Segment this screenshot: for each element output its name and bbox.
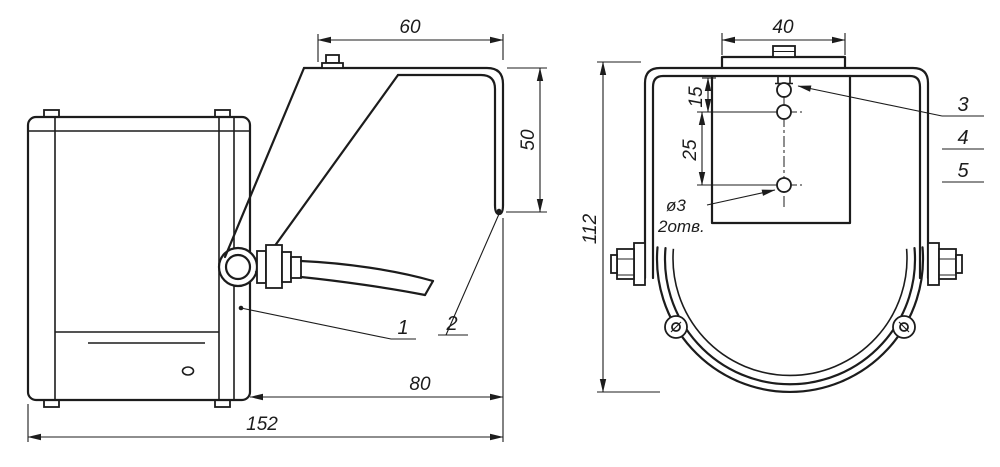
- dim-25-label: 25: [680, 139, 701, 162]
- plate-screw-flange: [321, 62, 344, 69]
- adjustment-screw: [772, 45, 796, 98]
- callout-1-leader: [240, 307, 416, 340]
- mounting-arm-back-edge: [254, 73, 400, 274]
- mounting-hole-top: [776, 104, 792, 120]
- mounting-arm-front-edge: [223, 66, 306, 259]
- dim-112: 112: [580, 61, 660, 393]
- fixing-screw-left: [664, 315, 688, 339]
- hole-count-label: 2отв.: [657, 217, 705, 236]
- hole-note: ø3 2отв.: [657, 189, 776, 236]
- dim-60-label: 60: [399, 17, 421, 38]
- housing-rim-outer: [655, 246, 925, 394]
- fixing-screw-right: [892, 315, 916, 339]
- callout-3-label: 3: [957, 94, 968, 116]
- dim-80-label: 80: [409, 374, 431, 395]
- dim-152-label: 152: [246, 414, 278, 435]
- device-body: [26, 115, 252, 402]
- callout-2: 2: [438, 213, 500, 336]
- plate-screw-head: [325, 54, 340, 64]
- pivot-bolt-right: [927, 242, 963, 286]
- dim-80: 80: [249, 218, 504, 442]
- dim-50-label: 50: [518, 129, 539, 151]
- callout-4-label: 4: [957, 127, 968, 149]
- power-cable-cut-end: [423, 279, 435, 297]
- dim-152: 152: [27, 404, 504, 442]
- hole-note-leader: [706, 189, 776, 206]
- dim-112-label: 112: [580, 213, 601, 244]
- cable-gland-ring2: [281, 251, 292, 283]
- bracket-tip-point: [496, 208, 502, 214]
- callout-2-leader: [438, 213, 500, 336]
- dim-50: 50: [506, 67, 547, 213]
- callout-stack-leader: [797, 85, 943, 117]
- back-plate: [710, 74, 852, 225]
- dim-15-label: 15: [686, 86, 707, 108]
- dim-40: 40: [721, 17, 846, 55]
- yoke-outer: [643, 66, 930, 280]
- callout-stack: 3 4 5: [797, 85, 984, 183]
- cable-gland-nut: [265, 244, 283, 289]
- dim-40-label: 40: [772, 17, 794, 38]
- power-cable-top-edge: [299, 259, 435, 283]
- dim-15: 15: [686, 77, 777, 113]
- callout-1-label: 1: [397, 317, 408, 339]
- bracket-plate-inner: [396, 73, 497, 207]
- dim-25: 25: [680, 111, 777, 186]
- front-view: 40 112 15 25 ø3 2отв.: [580, 17, 984, 394]
- power-cable-bottom-edge: [299, 275, 427, 297]
- housing-rim-middle: [663, 247, 917, 386]
- pivot-bolt-left: [610, 242, 646, 286]
- pivot-bolt: [224, 253, 252, 281]
- dim-60: 60: [317, 17, 504, 62]
- callout-2-label: 2: [445, 313, 457, 335]
- hole-diameter-label: ø3: [666, 196, 686, 215]
- mounting-hole-bottom: [776, 177, 792, 193]
- cable-gland-ring1: [256, 250, 267, 284]
- cable-gland-bushing: [290, 256, 302, 279]
- bracket-plate-outer: [302, 66, 505, 207]
- yoke-inner: [651, 74, 922, 280]
- side-view: 60 50 80 152 1 2: [26, 17, 547, 442]
- housing-rim-inner: [672, 248, 908, 377]
- body-slot-hole: [181, 366, 195, 376]
- callout-1: 1: [238, 305, 416, 340]
- yoke-top-plate: [720, 55, 847, 70]
- callout-5-label: 5: [957, 160, 969, 182]
